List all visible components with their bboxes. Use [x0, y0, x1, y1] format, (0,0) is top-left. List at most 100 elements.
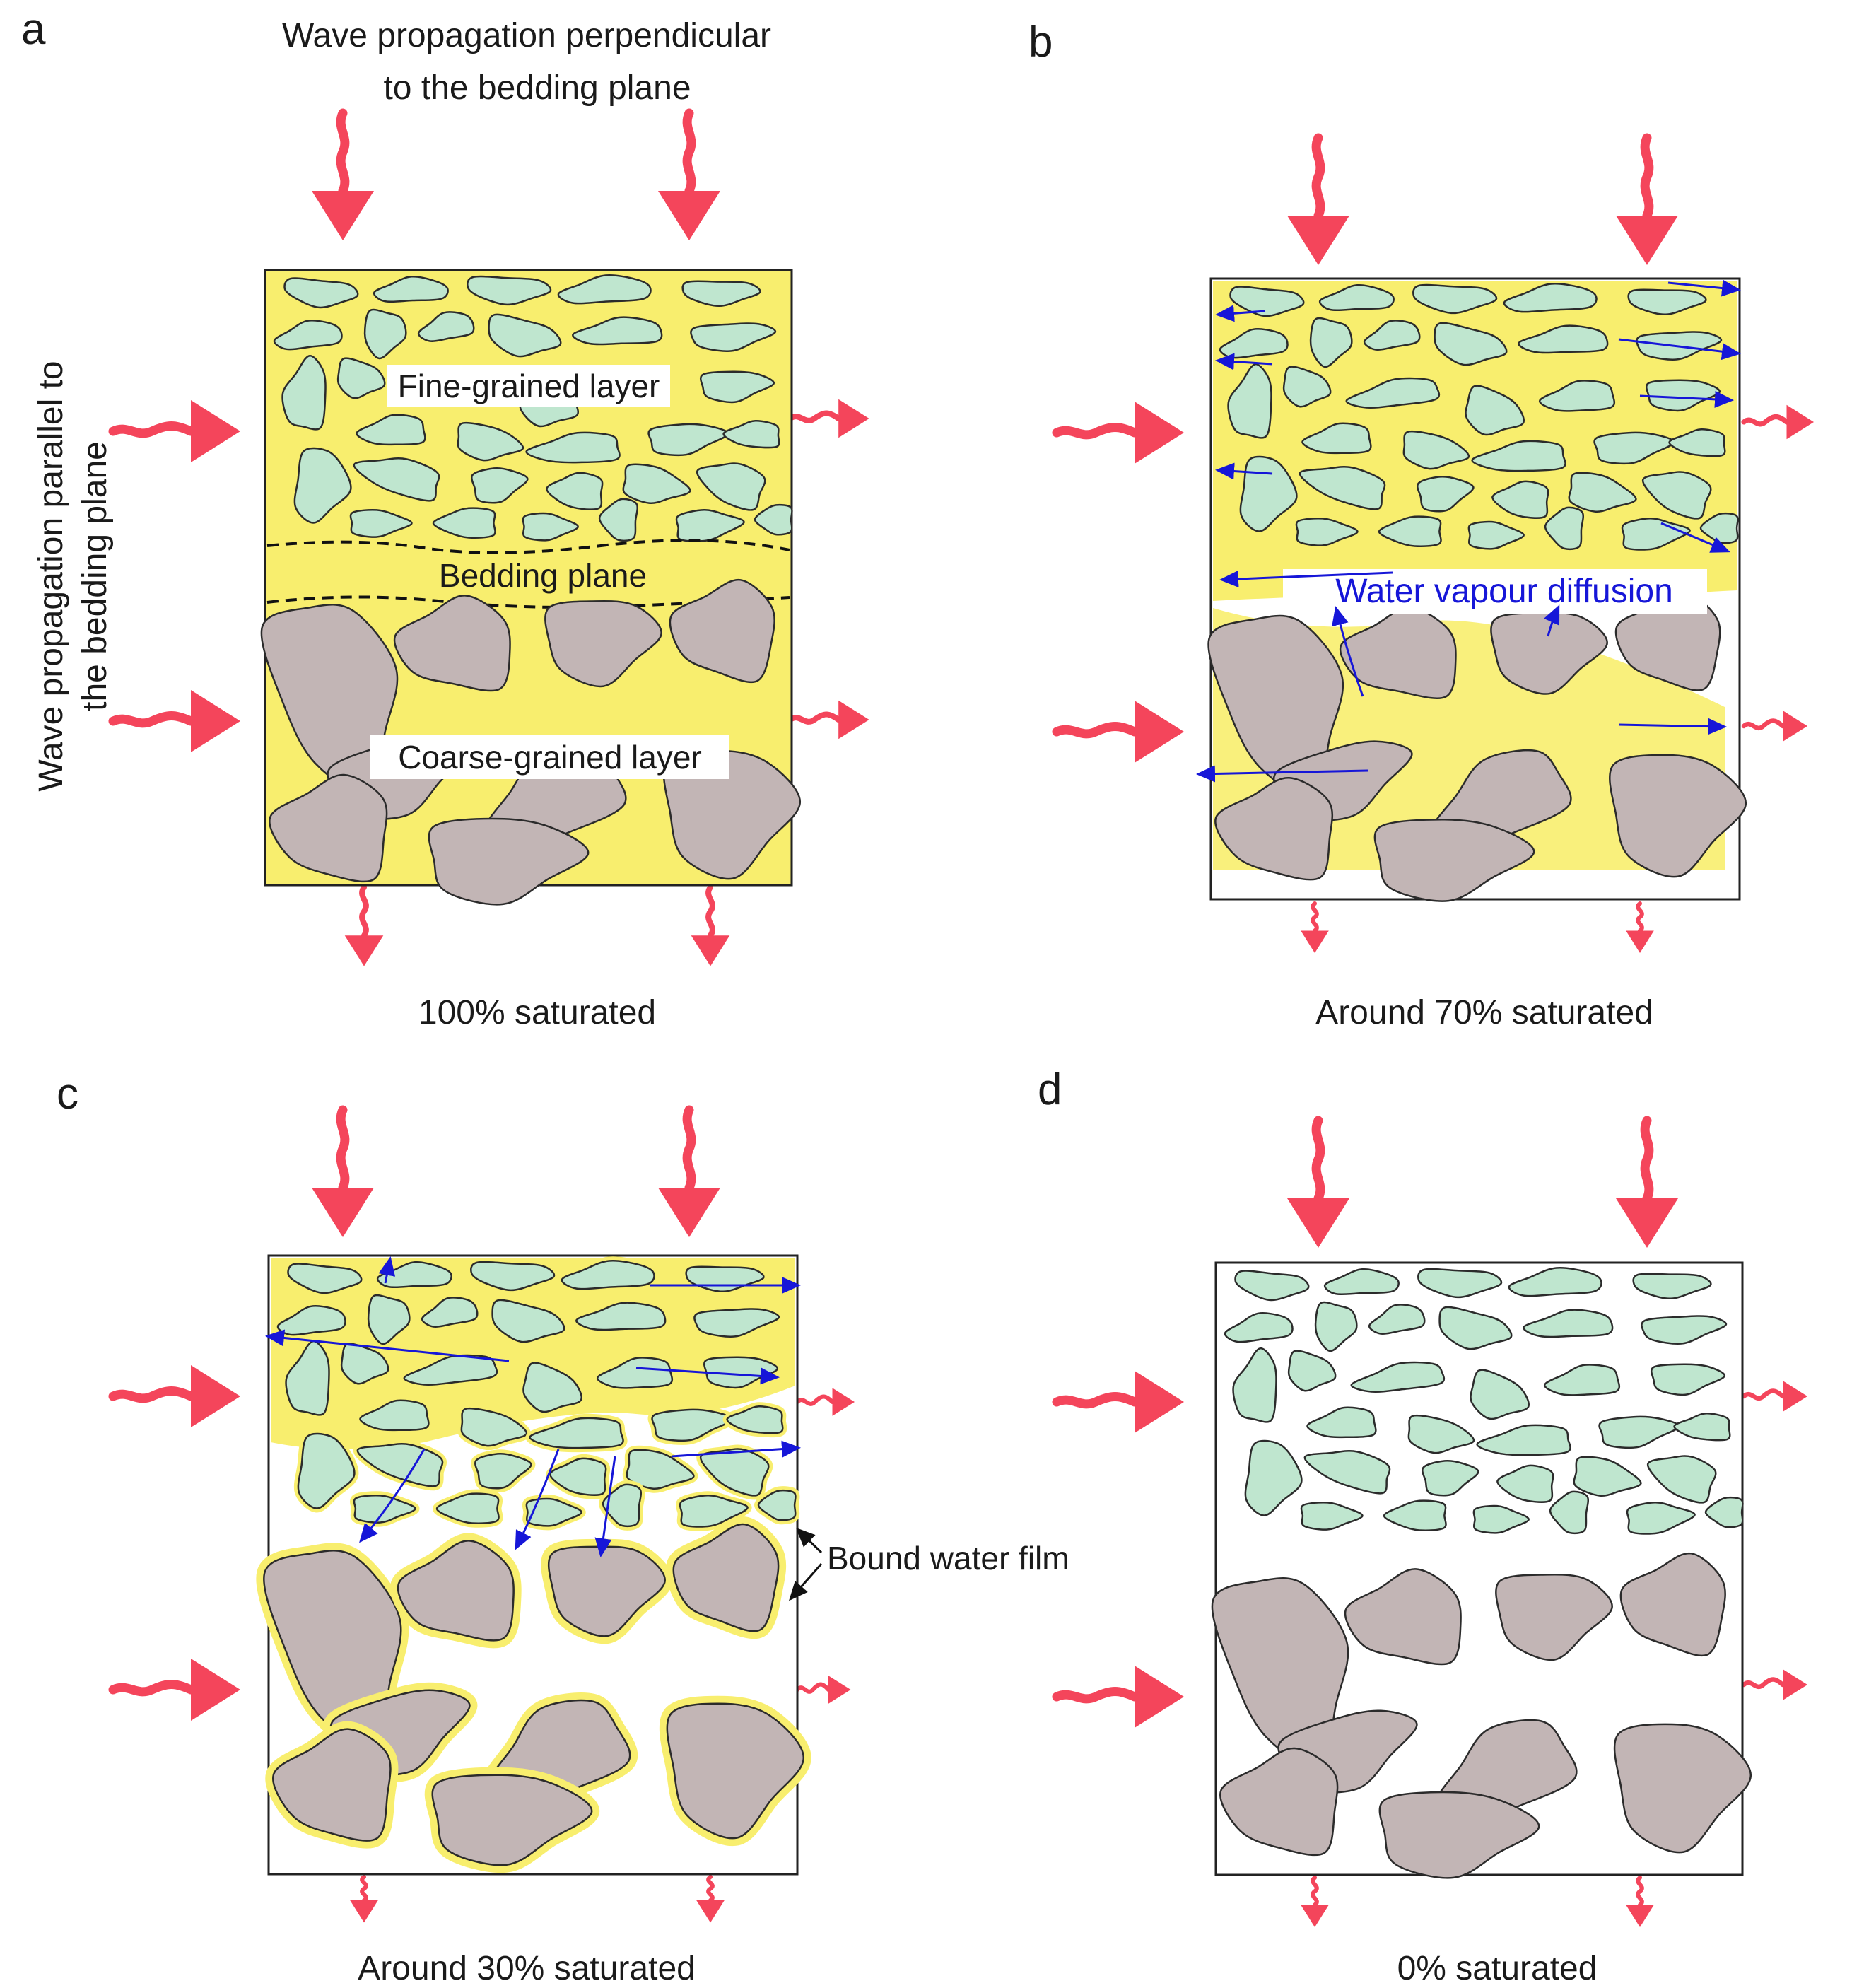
bedding-plane-label: Bedding plane: [439, 557, 647, 594]
side-label-line1: Wave propagation parallel to: [33, 361, 70, 791]
fine-grain: [1300, 1502, 1364, 1531]
fine-grain: [1496, 1464, 1554, 1503]
fine-grain: [1704, 1496, 1744, 1528]
wavy-arrow-icon: [691, 884, 730, 966]
wavy-arrow-icon: [1052, 701, 1184, 763]
coarse-grain: [669, 578, 775, 684]
fine-grain: [1508, 1267, 1602, 1297]
wavy-arrow-icon: [1052, 1371, 1184, 1433]
wavy-arrow-icon: [1052, 1666, 1184, 1728]
fine-grain: [598, 498, 639, 542]
diffusion-arrow-icon: [1215, 462, 1273, 480]
fine-grains-d: [1224, 1267, 1744, 1535]
caption-c: Around 30% saturated: [358, 1950, 696, 1987]
fine-grain: [699, 370, 775, 404]
fine-grain: [1472, 1504, 1530, 1534]
coarse-grains-b: [1207, 592, 1747, 902]
fine-grain: [488, 313, 562, 358]
coarse-grain: [666, 1702, 805, 1840]
fine-grain: [1632, 1273, 1712, 1300]
fine-grain: [1345, 377, 1441, 409]
fine-grain: [1363, 320, 1421, 351]
fine-grain: [1434, 322, 1508, 366]
fine-grain: [1641, 471, 1712, 520]
fine-grain: [1476, 1424, 1571, 1456]
fine-grain: [471, 467, 529, 504]
diffusion-arrow-icon: [1544, 604, 1560, 637]
diffusion-arrow-icon: [515, 1449, 560, 1550]
wavy-arrow-icon: [658, 108, 720, 240]
fine-grain: [1402, 430, 1470, 470]
fine-grain: [557, 274, 652, 305]
fine-grain: [1465, 385, 1525, 436]
vapour-arrows-b: [1196, 279, 1741, 783]
coarse-grain: [1344, 1568, 1462, 1666]
fine-grain: [435, 1492, 500, 1524]
coarse-grain: [428, 817, 590, 906]
coarse-grains-d: [1211, 1552, 1752, 1879]
fine-grain: [1314, 1301, 1358, 1352]
fine-grain: [1491, 480, 1549, 519]
fine-grain: [1383, 1499, 1447, 1531]
fine-grain: [336, 357, 386, 399]
fine-grain: [276, 1305, 346, 1336]
fine-label-bg: [387, 365, 670, 407]
fine-grain: [572, 316, 663, 346]
fine-grain: [1227, 363, 1272, 439]
fine-grain: [602, 1483, 643, 1528]
fine-grain: [1368, 1304, 1426, 1335]
fine-grain: [1309, 317, 1353, 368]
fine-grain: [367, 1294, 411, 1345]
fine-grain: [1593, 431, 1675, 465]
fine-grain: [1301, 422, 1372, 455]
caption-a: 100% saturated: [418, 994, 656, 1031]
diffusion-arrow-icon: [1332, 606, 1364, 697]
fine-grains-c: [274, 1256, 800, 1531]
coarse-grain: [544, 600, 662, 688]
wavy-arrow-icon: [312, 1105, 374, 1237]
fine-grain: [1422, 1459, 1479, 1497]
diffusion-arrow-icon: [1618, 718, 1727, 735]
diffusion-arrow-icon: [1215, 305, 1266, 322]
wavy-arrow-icon: [312, 108, 374, 240]
wavy-arrow-icon: [1626, 901, 1654, 953]
coarse-grain: [1214, 777, 1334, 881]
wavy-arrow-icon: [1741, 404, 1814, 440]
caption-b: Around 70% saturated: [1315, 994, 1653, 1031]
fine-grain: [522, 1362, 582, 1413]
fine-grain: [1699, 512, 1739, 544]
fine-grain: [757, 1489, 797, 1521]
diffusion-arrow-icon: [1196, 765, 1368, 783]
film-pointer-1: [795, 1527, 823, 1554]
diffusion-arrow-icon: [359, 1449, 426, 1543]
fine-grain: [1470, 1369, 1530, 1420]
fine-grain: [1234, 1270, 1310, 1302]
diffusion-arrow-icon: [378, 1256, 396, 1284]
diffusion-arrow-icon: [1215, 353, 1273, 370]
fine-grain: [1673, 1413, 1731, 1442]
fine-grain: [417, 311, 475, 342]
wavy-arrow-icon: [1301, 1876, 1329, 1927]
diffusion-arrow-icon: [635, 1367, 780, 1385]
wavy-arrow-icon: [108, 690, 240, 752]
wavy-arrow-icon: [696, 1875, 725, 1923]
fine-grain: [726, 1405, 784, 1434]
panel-letter-a: a: [21, 5, 46, 54]
fine-grain: [696, 462, 766, 511]
coarse-grain: [662, 749, 802, 880]
fine-grain: [1318, 283, 1395, 312]
fine-grain: [693, 1308, 780, 1338]
fine-grain: [349, 509, 413, 538]
panel-letter-b: b: [1028, 18, 1053, 66]
coarse-grain: [431, 1774, 593, 1866]
coarse-grain: [1613, 1723, 1752, 1854]
coarse-grain: [1219, 1747, 1339, 1857]
fine-grain: [1287, 1350, 1337, 1392]
wavy-arrow-icon: [350, 1875, 378, 1923]
fine-grain: [1518, 324, 1609, 354]
fine-grain: [1438, 1306, 1513, 1350]
diffusion-arrow-icon: [671, 1440, 801, 1458]
fine-grains-b: [1219, 283, 1739, 551]
fine-grain: [1299, 466, 1386, 510]
